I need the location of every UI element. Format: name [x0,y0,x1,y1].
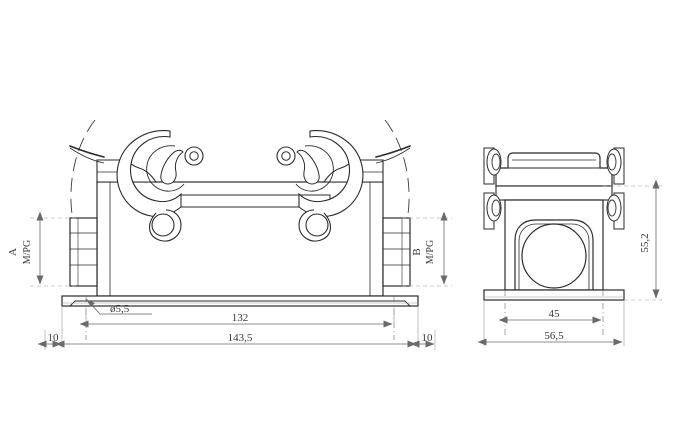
lever-hole-left [189,151,199,161]
port-b-thread: M/PG [425,240,436,264]
port-b-letter: B [411,248,423,255]
cable-entry-block-right [382,217,411,287]
side-base-flange [483,289,625,301]
latch-bracket-left [483,147,502,230]
front-view: ø5,5 132 143,5 10 10 [7,119,452,350]
cable-opening-circle [521,223,587,289]
side-inner-wall [514,219,594,290]
dim-10-left [37,330,62,350]
dim-143-5-text: 143,5 [228,332,253,344]
side-view: 45 56,5 55,2 [477,147,662,346]
side-top-cap [495,152,613,187]
pivot-pin-right [305,213,329,237]
port-b-dim [402,211,452,287]
base-flange [61,295,419,307]
dim-45-text: 45 [549,308,561,320]
hole-diameter-text: ø5,5 [110,303,130,315]
dim-10-right [410,330,436,350]
port-a-letter: A [7,248,19,256]
lever-latch-right[interactable] [276,130,364,242]
dim-10-left-text: 10 [48,332,60,344]
lever-latch-left[interactable] [116,130,331,242]
port-a-dim [30,211,78,287]
port-a-thread: M/PG [22,240,33,264]
hole-diameter-leader [85,298,152,315]
dim-10-right-text: 10 [422,332,434,344]
pivot-pin-left [151,213,175,237]
spring-wire-right-2 [375,147,411,164]
dim-132 [79,306,395,328]
lever-hole-right [281,151,291,161]
cable-entry-block-left [69,217,98,287]
spring-wire-left-2 [69,147,105,164]
dim-132-text: 132 [232,312,249,324]
dim-55-2 [603,179,662,301]
dim-55-2-text: 55,2 [639,233,651,252]
side-collar [495,185,613,201]
latch-bracket-right [606,147,625,230]
dim-56-5-text: 56,5 [544,330,564,342]
spring-wire-right [375,145,411,158]
spring-wire-left [69,145,105,158]
dim-56-5 [477,300,625,346]
